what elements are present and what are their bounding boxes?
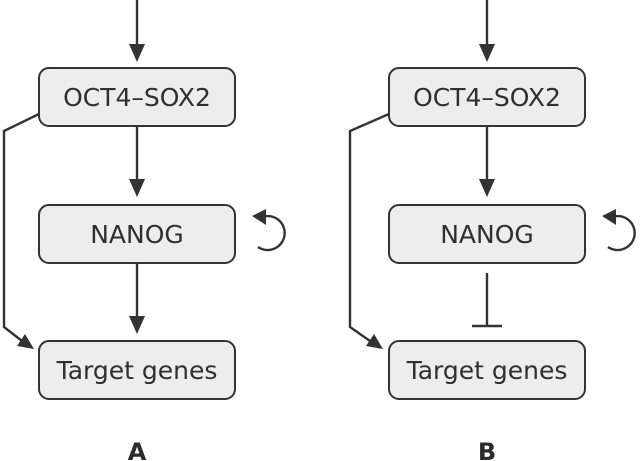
nanog-activates-target-arrow-a xyxy=(129,263,145,334)
oct4-sox2-node-b: OCT4–SOX2 xyxy=(388,67,586,127)
target-genes-label-a: Target genes xyxy=(56,356,218,385)
self-loop-icon-a xyxy=(252,209,286,252)
target-genes-label-b: Target genes xyxy=(406,356,568,385)
panel-b: OCT4–SOX2 NANOG Target genes B xyxy=(348,0,636,461)
nanog-label-b: NANOG xyxy=(440,220,534,249)
nanog-label-a: NANOG xyxy=(90,220,184,249)
incoming-arrow-b xyxy=(479,0,495,62)
incoming-arrow-a xyxy=(129,0,145,62)
oct4-to-nanog-arrow-b xyxy=(479,126,495,197)
panel-a: OCT4–SOX2 NANOG Target genes A xyxy=(2,0,286,461)
target-genes-node-b: Target genes xyxy=(388,340,586,400)
direct-path-arrow-b xyxy=(348,112,390,349)
oct4-sox2-label-b: OCT4–SOX2 xyxy=(413,83,561,112)
self-loop-icon-b xyxy=(602,209,636,252)
nanog-node-a: NANOG xyxy=(38,204,236,264)
nanog-node-b: NANOG xyxy=(388,204,586,264)
panel-label-a: A xyxy=(128,438,147,461)
oct4-sox2-node-a: OCT4–SOX2 xyxy=(38,67,236,127)
oct4-to-nanog-arrow-a xyxy=(129,126,145,197)
target-genes-node-a: Target genes xyxy=(38,340,236,400)
panel-label-b: B xyxy=(478,438,496,461)
oct4-sox2-label-a: OCT4–SOX2 xyxy=(63,83,211,112)
nanog-inhibits-target-line-b xyxy=(472,273,502,328)
direct-path-arrow-a xyxy=(2,112,40,349)
